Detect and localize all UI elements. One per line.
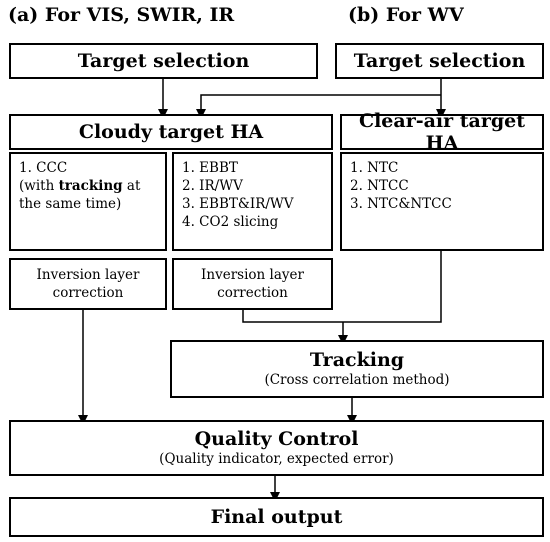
ccc-line-3: the same time) xyxy=(19,196,122,212)
cloudy-method-item: 3. EBBT&IR/WV xyxy=(182,196,294,212)
final-output-box: Final output xyxy=(9,497,544,537)
clear-air-target-ha-label: Clear-air target HA xyxy=(358,110,526,154)
arrow-merge-to-tracking xyxy=(242,250,442,323)
inversion-left-line-1: Inversion layer xyxy=(36,267,140,283)
inversion-left-line-2: correction xyxy=(52,285,124,301)
ccc-method-box: 1. CCC (with tracking at the same time) xyxy=(9,152,167,251)
cloudy-target-ha-label: Cloudy target HA xyxy=(78,121,264,143)
inversion-left-box: Inversion layer correction xyxy=(9,258,167,310)
arrow-target-b-to-cloudy xyxy=(196,94,441,119)
tracking-subtitle: (Cross correlation method) xyxy=(264,372,450,388)
ccc-line-2: (with tracking at xyxy=(19,177,165,195)
tracking-box: Tracking (Cross correlation method) xyxy=(170,340,544,398)
quality-control-box: Quality Control (Quality indicator, expe… xyxy=(9,420,544,476)
ccc-line-1: 1. CCC xyxy=(19,160,68,176)
ccc-line-2-end: at xyxy=(122,178,141,194)
clear-methods-box: 1. NTC 2. NTCC 3. NTC&NTCC xyxy=(340,152,544,251)
inversion-mid-line-1: Inversion layer xyxy=(201,267,304,283)
quality-control-subtitle: (Quality indicator, expected error) xyxy=(159,451,394,467)
target-selection-b-label: Target selection xyxy=(353,50,526,72)
ccc-line-2-start: (with xyxy=(19,178,59,194)
clear-method-item: 1. NTC xyxy=(350,160,399,176)
tracking-title: Tracking xyxy=(309,349,405,371)
cloudy-target-ha-box: Cloudy target HA xyxy=(9,114,333,150)
cloudy-methods-box: 1. EBBT 2. IR/WV 3. EBBT&IR/WV 4. CO2 sl… xyxy=(172,152,333,251)
clear-air-target-ha-box: Clear-air target HA xyxy=(340,110,544,154)
clear-method-item: 3. NTC&NTCC xyxy=(350,196,452,212)
cloudy-method-item: 1. EBBT xyxy=(182,160,238,176)
target-selection-a-box: Target selection xyxy=(9,43,318,79)
clear-method-item: 2. NTCC xyxy=(350,178,409,194)
cloudy-method-item: 2. IR/WV xyxy=(182,178,243,194)
inversion-mid-line-2: correction xyxy=(217,285,288,301)
target-selection-a-label: Target selection xyxy=(77,50,250,72)
target-selection-b-box: Target selection xyxy=(335,43,544,79)
heading-b: (b) For WV xyxy=(348,4,464,26)
inversion-mid-box: Inversion layer correction xyxy=(172,258,333,310)
quality-control-title: Quality Control xyxy=(194,428,359,450)
cloudy-method-item: 4. CO2 slicing xyxy=(182,214,279,230)
heading-a: (a) For VIS, SWIR, IR xyxy=(8,4,235,26)
ccc-tracking-bold: tracking xyxy=(58,178,123,194)
final-output-label: Final output xyxy=(210,506,343,528)
